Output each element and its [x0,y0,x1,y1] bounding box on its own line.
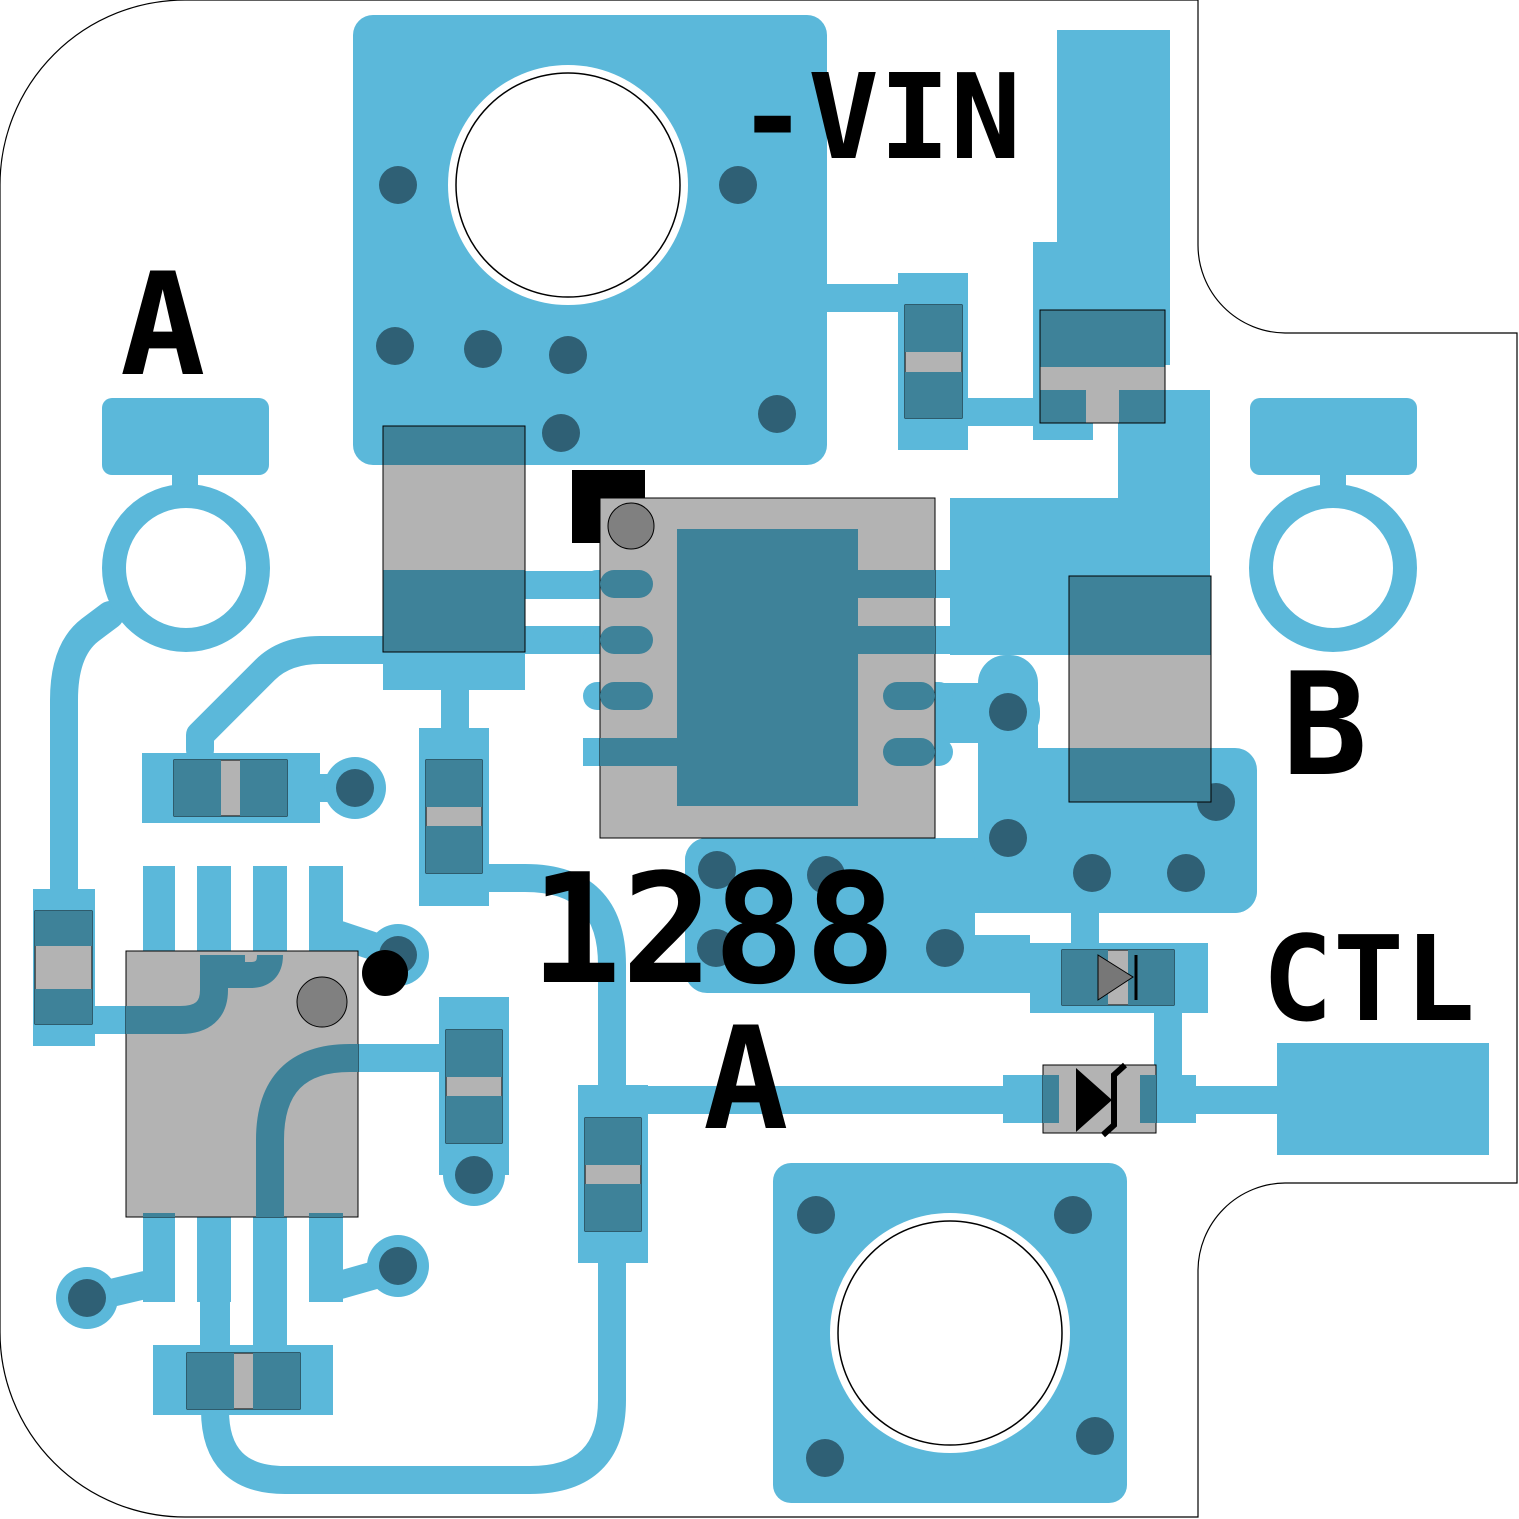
label-part-number: 1288 [530,841,896,1018]
orientation-dot [362,950,408,996]
mounting-hole-bottom [830,1213,1070,1453]
capacitor-c2[interactable] [1039,309,1166,424]
diode-d1[interactable] [1061,949,1175,1006]
mounting-hole-top [448,65,688,305]
diode-icon [1097,954,1134,1001]
capacitor-c1[interactable] [904,304,963,419]
resistor-r1[interactable] [425,759,483,874]
resistor-r5[interactable] [584,1117,642,1232]
ctl-pad[interactable] [1277,1043,1489,1155]
test-point-b[interactable] [1249,398,1417,652]
vias [56,166,1235,1477]
label-b: B [1282,643,1368,808]
hole-outline [837,1220,1063,1446]
ic-u1[interactable] [572,470,936,839]
test-point-a[interactable] [102,398,270,652]
resistor-r6[interactable] [186,1352,301,1410]
tvs-diode-d2[interactable] [1042,1062,1157,1138]
capacitor-c3[interactable] [1068,575,1212,803]
label-ctl: CTL [1262,910,1475,1048]
label-a-mid: A [703,997,789,1162]
resistor-r2[interactable] [173,759,288,817]
resistor-r4[interactable] [445,1029,503,1144]
pin1-dot [296,976,348,1028]
resistor-r3[interactable] [34,910,93,1025]
copper-region [978,655,1038,835]
pin1-dot [607,502,655,550]
label-vin: -VIN [737,48,1021,186]
tvs-diode-icon [1076,1068,1112,1132]
inductor-l1[interactable] [382,425,526,653]
ic-u2[interactable] [125,950,408,1218]
label-a-top: A [120,243,206,408]
copper-region [685,838,975,993]
hole-outline [455,72,681,298]
